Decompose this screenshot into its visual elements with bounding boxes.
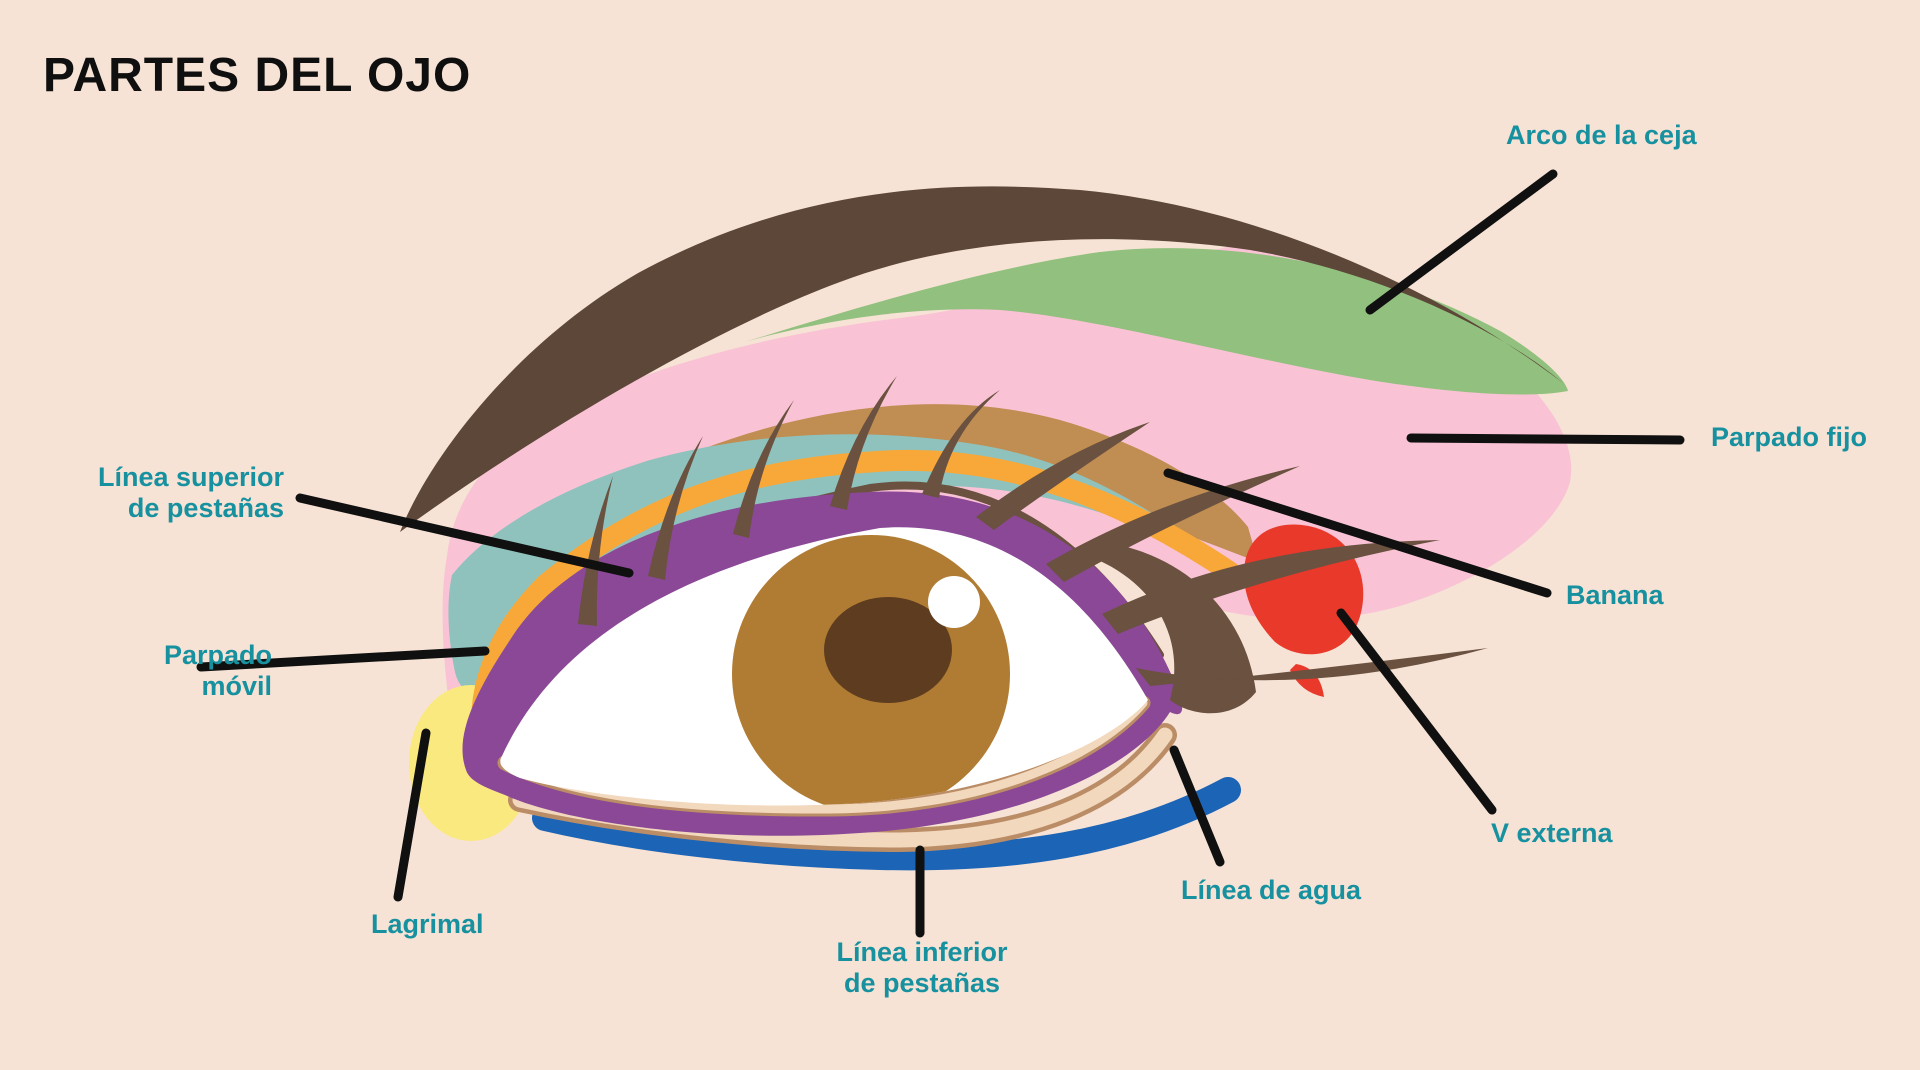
eyelash <box>922 390 1000 498</box>
pointer-linea-de-agua <box>1169 745 1225 867</box>
eyelash <box>733 400 794 538</box>
label-banana: Banana <box>1566 580 1664 610</box>
pointer-arco-de-la-ceja <box>1365 169 1558 315</box>
label-parpado-movil: Parpado móvil <box>163 640 272 701</box>
pointer-lagrimal <box>393 728 431 902</box>
pupil <box>824 597 952 703</box>
eyelash <box>1046 466 1300 582</box>
pointer-parpado-fijo <box>1406 433 1685 445</box>
label-parpado-fijo: Parpado fijo <box>1711 422 1868 452</box>
eyelash <box>976 422 1150 530</box>
upper-eyelashes <box>578 376 1488 686</box>
pointer-v-externa <box>1336 608 1497 815</box>
eyelash <box>830 376 897 510</box>
pointer-banana <box>1163 468 1552 598</box>
label-lagrimal: Lagrimal <box>371 909 484 939</box>
eyelash <box>648 436 703 580</box>
label-arco-de-la-ceja: Arco de la ceja <box>1506 120 1697 150</box>
pointer-linea-superior <box>295 493 634 578</box>
eyelash <box>1136 648 1488 686</box>
label-linea-superior-de-pestanas: Línea superior de pestañas <box>97 462 284 523</box>
eyelash <box>1102 540 1440 634</box>
outer-corner-lash-wedge <box>1098 545 1256 714</box>
lower-shadow-blue-line <box>532 777 1241 871</box>
eyebrow-shape <box>400 186 1563 532</box>
mobile-eyelid-teal-area <box>448 434 1239 693</box>
upper-lashline-orange <box>471 449 1241 779</box>
page-title: PARTES DEL OJO <box>43 49 472 102</box>
label-linea-de-agua: Línea de agua <box>1181 875 1362 905</box>
pointer-parpado-movil <box>196 646 490 672</box>
eyelash <box>578 476 613 626</box>
label-v-externa: V externa <box>1491 818 1613 848</box>
label-linea-inferior-de-pestanas: Línea inferior de pestañas <box>836 937 1008 998</box>
browbone-highlight-green-area <box>745 248 1568 395</box>
iris-highlight <box>928 576 980 628</box>
